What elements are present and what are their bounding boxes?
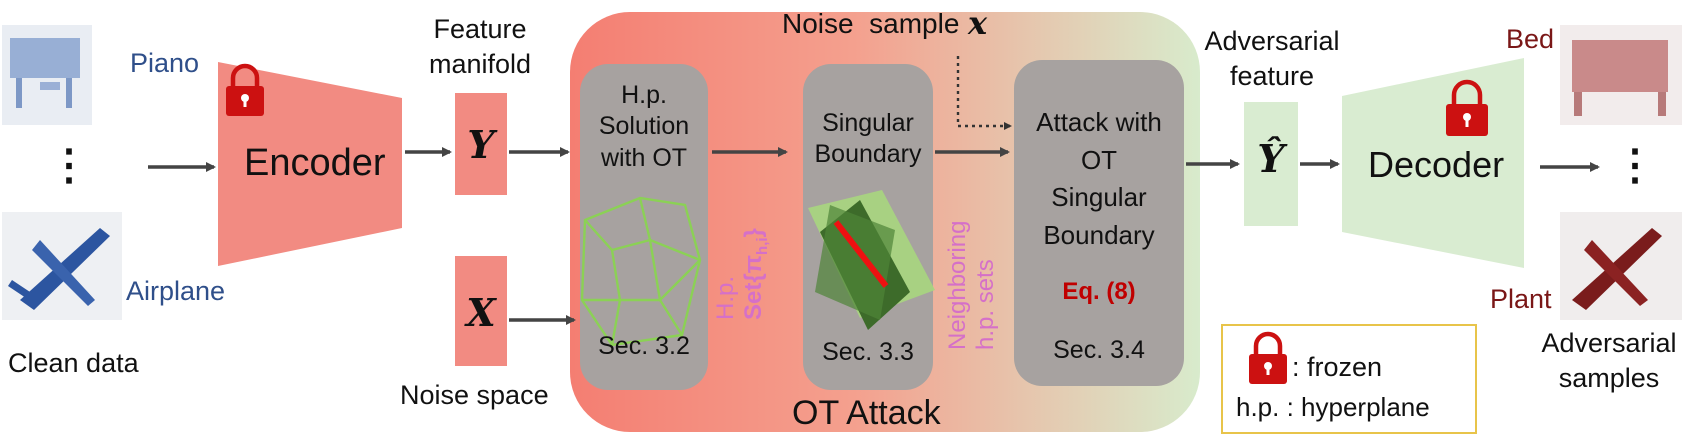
output-ellipsis: ⋮ bbox=[1614, 141, 1656, 188]
adv-samples-line1: Adversarial bbox=[1541, 328, 1677, 358]
adv-samples-line2: samples bbox=[1558, 362, 1660, 393]
ot-attack-title: OT Attack bbox=[792, 394, 941, 432]
sec-3-4: Sec. 3.4 bbox=[1053, 336, 1145, 364]
hp-solution-line2: Solution bbox=[598, 112, 690, 141]
singular-boundary-text: Singular Boundary bbox=[803, 108, 933, 171]
neighboring-line1: Neighboring bbox=[944, 220, 971, 350]
feature-y-box bbox=[455, 93, 507, 195]
adv-feature-line2: feature bbox=[1229, 60, 1315, 91]
noise-sample-label: Noise sample bbox=[782, 8, 960, 39]
label-airplane: Airplane bbox=[126, 276, 226, 306]
attack-line3: Singular bbox=[1051, 182, 1147, 213]
input-ellipsis: ⋮ bbox=[48, 141, 90, 188]
sec-3-3: Sec. 3.3 bbox=[822, 338, 914, 366]
piano-pointcloud-image bbox=[2, 25, 92, 125]
feature-title-line1: Feature bbox=[433, 14, 527, 44]
hp-set-line1: H.p. bbox=[712, 275, 739, 320]
encoder-lock-icon bbox=[226, 63, 264, 116]
noise-x-box bbox=[455, 256, 507, 366]
noise-x-symbol: X bbox=[466, 290, 496, 335]
bed-pointcloud-image bbox=[1560, 25, 1682, 125]
clean-data-caption: Clean data bbox=[8, 348, 139, 378]
hp-solution-box bbox=[580, 64, 708, 390]
attack-box-text: Attack with OT Singular Boundary bbox=[1014, 104, 1184, 255]
airplane-pointcloud-image bbox=[2, 212, 122, 320]
feature-y-symbol: Y bbox=[467, 122, 495, 167]
eq-8-label: Eq. (8) bbox=[1062, 278, 1136, 305]
attack-line4: Boundary bbox=[1043, 220, 1155, 251]
decoder-label: Decoder bbox=[1368, 144, 1505, 185]
feature-title-line2: manifold bbox=[428, 48, 532, 79]
label-bed: Bed bbox=[1506, 24, 1555, 54]
adversarial-y-hat-symbol: Ŷ bbox=[1257, 136, 1285, 181]
encoder-label: Encoder bbox=[244, 142, 386, 184]
feature-manifold-title: Feature manifold bbox=[414, 12, 546, 81]
adversarial-feature-title: Adversarial feature bbox=[1196, 24, 1348, 93]
legend-hyperplane-label: h.p. : hyperplane bbox=[1236, 392, 1430, 422]
label-plant: Plant bbox=[1490, 284, 1552, 314]
legend-frozen-label: : frozen bbox=[1292, 352, 1383, 382]
adv-feature-line1: Adversarial bbox=[1204, 26, 1340, 56]
label-piano: Piano bbox=[130, 48, 200, 78]
attack-box bbox=[1014, 60, 1184, 386]
neighboring-line2: h.p. sets bbox=[971, 259, 999, 350]
hp-set-label: H.p. Set{πh,i} bbox=[712, 228, 771, 320]
sec-3-2: Sec. 3.2 bbox=[598, 332, 690, 360]
hp-set-line2: Set{πh,i} bbox=[739, 228, 771, 320]
adversarial-feature-box bbox=[1244, 102, 1298, 226]
hp-solution-line3: with OT bbox=[600, 143, 688, 172]
singular-boundary-line2: Boundary bbox=[814, 140, 922, 169]
hyperplane-mesh-icon bbox=[580, 196, 702, 347]
legend-lock-icon bbox=[1249, 331, 1287, 384]
neighboring-hp-label: Neighboring h.p. sets bbox=[944, 221, 999, 350]
adversarial-samples-caption: Adversarial samples bbox=[1532, 326, 1686, 395]
hp-solution-text: H.p. Solution with OT bbox=[580, 80, 708, 174]
adv-airplane-pointcloud-image bbox=[1560, 212, 1682, 320]
hp-solution-line1: H.p. bbox=[621, 81, 667, 109]
decoder-lock-icon bbox=[1446, 79, 1488, 136]
noise-sample-symbol: x bbox=[968, 4, 988, 42]
arrow-noise-sample bbox=[956, 56, 1012, 130]
attack-line1: Attack with bbox=[1036, 107, 1162, 137]
singular-boundary-icon bbox=[808, 190, 935, 330]
noise-space-caption: Noise space bbox=[400, 380, 549, 410]
attack-line2: OT bbox=[1080, 144, 1118, 175]
singular-boundary-line1: Singular bbox=[822, 109, 914, 137]
